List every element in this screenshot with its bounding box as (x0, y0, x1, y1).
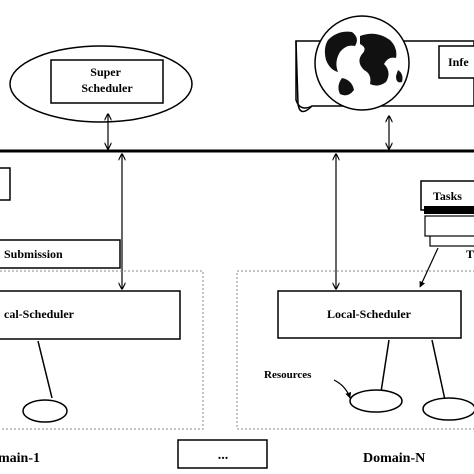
tasks-box-label: Tasks (433, 189, 462, 203)
globe-icon (314, 15, 410, 111)
submission-label: Submission (4, 247, 63, 261)
resources-arrow (333, 379, 352, 399)
local-scheduler-right-label: Local-Scheduler (327, 307, 412, 321)
super-scheduler-box (50, 59, 164, 104)
super-scheduler-label: Super Scheduler (81, 65, 133, 95)
super-scheduler-line2: Scheduler (81, 81, 133, 95)
resource-right-ellipse-2 (422, 397, 474, 421)
domain-left-label: main-1 (0, 451, 40, 466)
info-box-label: Infe (448, 55, 469, 69)
local-scheduler-left-box (0, 290, 181, 340)
local-scheduler-left-label: cal-Scheduler (4, 307, 75, 321)
info-box (438, 45, 474, 79)
resources-label: Resources (264, 369, 312, 381)
domain-left-region (0, 270, 204, 430)
ellipsis-box (177, 439, 268, 469)
super-scheduler-line1: Super (90, 65, 121, 79)
ellipsis-label: ... (218, 448, 229, 463)
domain-right-label: Domain-N (363, 451, 425, 466)
tasks-side-label: T (466, 247, 474, 261)
left-small-box (0, 167, 11, 201)
submission-box (0, 239, 121, 269)
resource-left-ellipse (22, 399, 68, 423)
tasks-arrow (419, 247, 439, 288)
domain-right-region (236, 270, 474, 430)
tasks-box (420, 180, 474, 211)
tasks-stack-back1 (424, 215, 474, 237)
tasks-shadow (424, 206, 474, 214)
resource-right-ellipse-1 (349, 389, 403, 413)
local-scheduler-right-box (277, 290, 462, 339)
